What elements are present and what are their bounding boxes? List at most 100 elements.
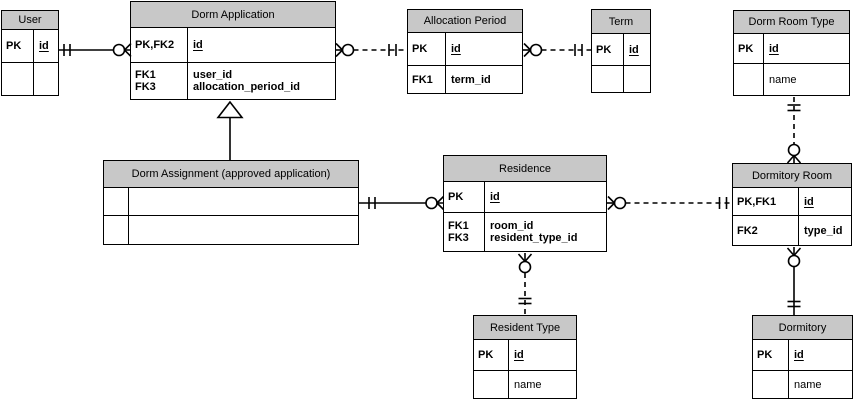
- key-cell: PK: [753, 340, 789, 370]
- entity-dorm-assignment-row-2: [104, 216, 358, 244]
- attr-cell: term_id: [446, 66, 522, 93]
- key-label: PK: [6, 40, 22, 52]
- entity-dormitory: Dormitory PK id name: [752, 315, 853, 399]
- attr-label: term_id: [451, 73, 491, 86]
- key-label: PK,FK2: [135, 39, 175, 51]
- attr-cell: id: [799, 188, 851, 215]
- entity-dorm-room-type-key-row: PK id: [734, 34, 849, 64]
- entity-residence-title: Residence: [444, 156, 606, 182]
- entity-dormitory-room-body-row: FK2 type_id: [733, 216, 851, 245]
- key-label: PK: [596, 43, 612, 56]
- connector-inheritance-dorm-application-dorm-assignment: [216, 100, 244, 160]
- entity-dorm-room-type-title: Dorm Room Type: [734, 11, 849, 34]
- connector-dormitory-room-dormitory: [786, 247, 802, 315]
- key-cell: FK1 FK3: [131, 63, 188, 99]
- fk-label: FK2: [737, 224, 758, 237]
- pk-attr-label: id: [629, 43, 639, 56]
- attr-cell: [34, 63, 58, 95]
- attr-cell: id: [485, 182, 606, 212]
- connector-user-dorm-application: [59, 42, 132, 58]
- key-label: PK: [412, 43, 428, 55]
- key-cell: [104, 216, 129, 244]
- key-label: PK: [448, 191, 464, 203]
- entity-user-title: User: [2, 11, 58, 30]
- attr-cell: room_id resident_type_id: [485, 213, 606, 251]
- entity-dorm-application: Dorm Application PK,FK2 id FK1 FK3 user_…: [130, 1, 336, 100]
- pk-attr-label: id: [39, 40, 49, 52]
- attr-cell: id: [446, 33, 522, 65]
- entity-term-body-row: [592, 66, 650, 92]
- attr-label: name: [514, 378, 542, 391]
- entity-resident-type-key-row: PK id: [474, 340, 576, 371]
- entity-resident-type-title: Resident Type: [474, 316, 576, 340]
- attr-cell: id: [764, 34, 849, 63]
- entity-dorm-application-title: Dorm Application: [131, 2, 335, 28]
- attr-label: user_id: [193, 69, 233, 81]
- attr-cell: id: [34, 30, 58, 62]
- key-label: PK: [738, 42, 754, 55]
- key-cell: [592, 66, 624, 92]
- entity-dorm-assignment: Dorm Assignment (approved application): [103, 160, 359, 245]
- attr-cell: name: [509, 371, 576, 398]
- entity-term-title: Term: [592, 10, 650, 34]
- key-cell: [753, 371, 789, 398]
- fk-label: FK1: [448, 220, 469, 232]
- entity-user-body-row: [2, 63, 58, 95]
- key-cell: PK,FK2: [131, 28, 188, 62]
- key-cell: PK: [408, 33, 446, 65]
- pk-attr-label: id: [451, 43, 461, 55]
- attr-cell: [624, 66, 650, 92]
- key-cell: [104, 188, 129, 215]
- connector-dorm-application-allocation-period: [335, 42, 407, 58]
- pk-attr-label: id: [804, 195, 814, 208]
- attr-label: resident_type_id: [490, 232, 578, 244]
- key-cell: PK: [2, 30, 34, 62]
- connector-residence-dormitory-room: [607, 195, 732, 211]
- entity-term: Term PK id: [591, 9, 651, 93]
- entity-dorm-room-type: Dorm Room Type PK id name: [733, 10, 850, 96]
- entity-residence-key-row: PK id: [444, 182, 606, 213]
- pk-attr-label: id: [193, 39, 203, 51]
- connector-residence-resident-type: [517, 253, 533, 315]
- entity-allocation-period: Allocation Period PK id FK1 term_id: [407, 9, 523, 94]
- attr-cell: user_id allocation_period_id: [188, 63, 335, 99]
- attr-label: type_id: [804, 224, 843, 237]
- key-label: PK,FK1: [737, 195, 777, 208]
- entity-allocation-period-title: Allocation Period: [408, 10, 522, 33]
- entity-allocation-period-key-row: PK id: [408, 33, 522, 66]
- entity-dormitory-room-key-row: PK,FK1 id: [733, 188, 851, 216]
- key-cell: PK,FK1: [733, 188, 799, 215]
- key-label: PK: [478, 349, 494, 361]
- entity-term-key-row: PK id: [592, 34, 650, 66]
- attr-label: name: [769, 73, 797, 86]
- pk-attr-label: id: [794, 349, 804, 361]
- key-cell: [474, 371, 509, 398]
- attr-label: name: [794, 378, 822, 391]
- pk-attr-label: id: [769, 42, 779, 55]
- attr-label: allocation_period_id: [193, 81, 300, 93]
- entity-user-key-row: PK id: [2, 30, 58, 63]
- key-cell: PK: [592, 34, 624, 65]
- attr-cell: name: [789, 371, 852, 398]
- key-cell: [2, 63, 34, 95]
- entity-residence: Residence PK id FK1 FK3 room_id resident…: [443, 155, 607, 252]
- entity-dorm-application-key-row: PK,FK2 id: [131, 28, 335, 63]
- entity-residence-body-row: FK1 FK3 room_id resident_type_id: [444, 213, 606, 251]
- fk-label: FK3: [448, 232, 469, 244]
- entity-resident-type-body-row: name: [474, 371, 576, 398]
- entity-dorm-room-type-body-row: name: [734, 64, 849, 95]
- attr-cell: name: [764, 64, 849, 95]
- key-cell: FK2: [733, 216, 799, 245]
- entity-dormitory-room: Dormitory Room PK,FK1 id FK2 type_id: [732, 163, 852, 246]
- key-cell: PK: [734, 34, 764, 63]
- fk-label: FK3: [135, 81, 156, 93]
- attr-label: room_id: [490, 220, 534, 232]
- entity-dormitory-body-row: name: [753, 371, 852, 398]
- key-cell: PK: [444, 182, 485, 212]
- fk-label: FK1: [412, 73, 433, 86]
- entity-dorm-assignment-row-1: [104, 188, 358, 216]
- connector-dorm-assignment-residence: [359, 195, 445, 211]
- entity-dormitory-room-title: Dormitory Room: [733, 164, 851, 188]
- entity-dorm-assignment-title: Dorm Assignment (approved application): [104, 161, 358, 188]
